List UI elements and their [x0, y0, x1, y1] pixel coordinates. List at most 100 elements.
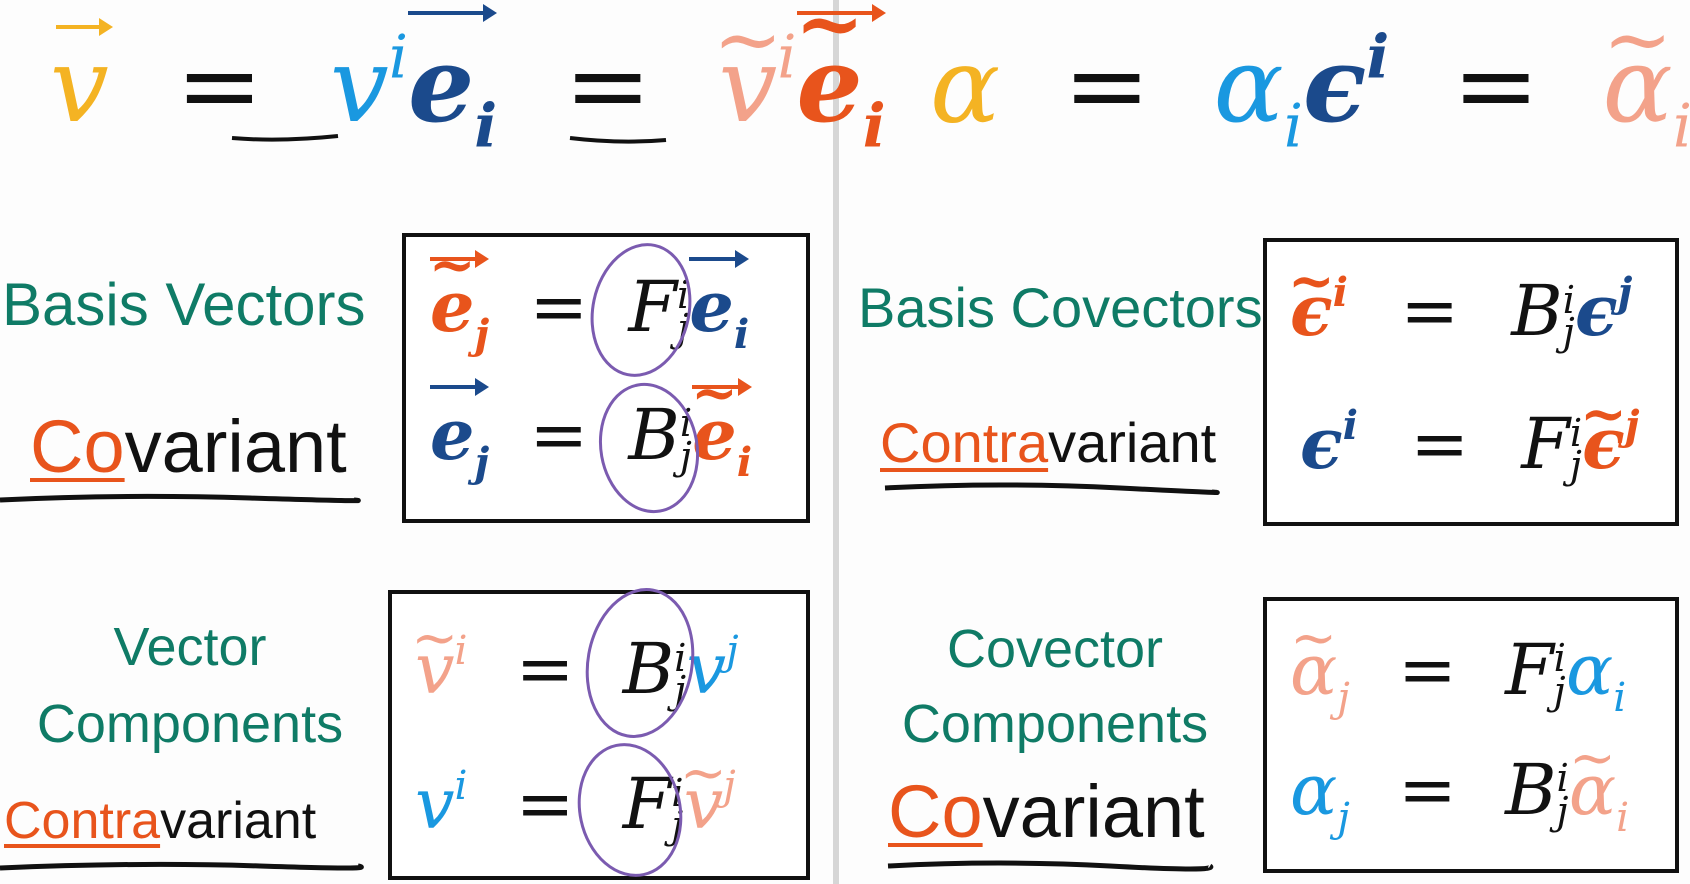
- sub-j-9: j: [1337, 673, 1350, 722]
- tilde-alpha-sub: i: [1673, 92, 1690, 162]
- vector-components-title-2: Components: [36, 694, 344, 754]
- handdrawn-underline: [0, 861, 364, 871]
- basis-vectors-variance: Covariant: [30, 410, 347, 484]
- e-letter-4: e: [692, 393, 737, 476]
- tilde-v-sup: i: [777, 23, 797, 93]
- eq-sign-5: =: [515, 628, 575, 711]
- F-letter-2: F: [1521, 403, 1570, 486]
- tilde-mark-10: ~: [679, 740, 727, 806]
- v-letter-2: v: [686, 628, 727, 711]
- tilde-basis-e: ~ei: [795, 0, 886, 157]
- sup-i-11: i: [1553, 636, 1566, 682]
- covector-equation: α = αiϵi = ~αi ~ϵi: [930, 0, 1690, 157]
- B-letter-4: B: [1505, 749, 1557, 831]
- variance-rest-3: variant: [160, 792, 317, 850]
- variance-rest-2: variant: [1048, 411, 1217, 474]
- alpha-letter-4: α: [1568, 749, 1617, 831]
- sub-j: j: [474, 310, 490, 359]
- covector-alpha: α: [930, 24, 1001, 147]
- basis-covectors-title: Basis Covectors: [858, 276, 1263, 339]
- covector-components-title-2: Components: [901, 694, 1209, 754]
- sup-i-9: i: [454, 761, 468, 809]
- epsilon-letter: ϵ: [1290, 269, 1333, 353]
- covector-component-sub: i: [1283, 91, 1304, 162]
- B-letter: B: [628, 394, 680, 476]
- tilde-mark-7: ~: [1287, 247, 1335, 314]
- alpha-letter: α: [1290, 629, 1338, 711]
- sub-i-3: i: [1613, 673, 1627, 722]
- epsilon-letter-4: ϵ: [1582, 402, 1625, 486]
- covector-components-box: [1263, 597, 1679, 873]
- basis-epsilon-sup: i: [1366, 22, 1390, 93]
- tilde-mark-12: ~: [1569, 726, 1616, 792]
- tilde-covector-component: ~αi: [1603, 0, 1690, 157]
- handdrawn-underline: [887, 860, 1214, 872]
- basis-covectors-variance: Contravariant: [880, 415, 1216, 471]
- sub-i-4: i: [1616, 793, 1630, 842]
- sub-j-7: j: [674, 668, 687, 714]
- component-v-letter: v: [330, 24, 389, 147]
- sup-i-4: i: [1562, 277, 1576, 323]
- vector-components-variance: Contravariant: [4, 795, 316, 847]
- panel-divider: [833, 0, 839, 884]
- equals-sign-3: =: [1063, 24, 1151, 147]
- tilde-mark-11: ~: [1290, 606, 1338, 672]
- alpha-letter-3: α: [1290, 749, 1338, 831]
- sub-j-3: j: [474, 438, 490, 487]
- sub-i: i: [733, 310, 750, 359]
- tilde-mark-3: ~: [1602, 0, 1673, 89]
- sub-j-6: j: [1569, 443, 1582, 489]
- vector-components-title-1: Vector: [113, 617, 267, 677]
- eq-sign-6: =: [515, 763, 575, 846]
- tilde-e-sub: i: [862, 90, 886, 162]
- sub-j-8: j: [671, 803, 684, 849]
- epsilon-letter-2: ϵ: [1575, 269, 1618, 353]
- basis-e-sub: i: [474, 90, 498, 162]
- v-letter-4: v: [683, 763, 724, 846]
- eq-sign: =: [529, 266, 589, 348]
- covector-component-letter: α: [1213, 24, 1284, 147]
- component-v-sup: i: [388, 23, 409, 93]
- equals-sign-4: =: [1452, 24, 1540, 147]
- sup-j-4: j: [723, 761, 736, 809]
- sup-i-12: i: [1556, 756, 1569, 802]
- handdrawn-underline: [884, 482, 1220, 495]
- equals-sign-2: =: [564, 24, 652, 147]
- variance-rest-4: variant: [982, 770, 1205, 853]
- sub-i-2: i: [736, 438, 753, 487]
- tilde-mark-6: ~: [691, 360, 738, 427]
- sub-j-4: j: [679, 434, 692, 479]
- variance-highlight-4: Co: [888, 770, 983, 853]
- tilde-mark-9: ~: [411, 605, 459, 671]
- tilde-mark-8: ~: [1579, 380, 1627, 447]
- sup-j-3: j: [726, 626, 739, 674]
- basis-covectors-box: [1263, 238, 1679, 526]
- tilde-mark-5: ~: [428, 232, 476, 299]
- eq-sign-7: =: [1398, 629, 1457, 711]
- sub-j-10: j: [1553, 669, 1566, 714]
- basis-vectors-title: Basis Vectors: [2, 271, 366, 338]
- F-letter: F: [628, 266, 677, 348]
- variance-highlight-3: Contra: [4, 792, 161, 850]
- vector-v-letter: v: [50, 24, 109, 147]
- tilde-mark-2: ~: [794, 0, 865, 72]
- sup-j-2: j: [1624, 401, 1640, 449]
- basis-e-letter: e: [408, 23, 475, 147]
- v-letter: v: [415, 628, 455, 711]
- basis-epsilon-letter: ϵ: [1303, 23, 1367, 147]
- vector-v: v: [50, 18, 113, 137]
- sup-i-7: i: [454, 626, 468, 674]
- sub-j-5: j: [1562, 310, 1575, 356]
- alpha-letter-2: α: [1565, 629, 1614, 711]
- sup-j: j: [1617, 268, 1633, 316]
- e-letter-2: e: [689, 265, 734, 348]
- eq-sign-4: =: [1410, 403, 1469, 486]
